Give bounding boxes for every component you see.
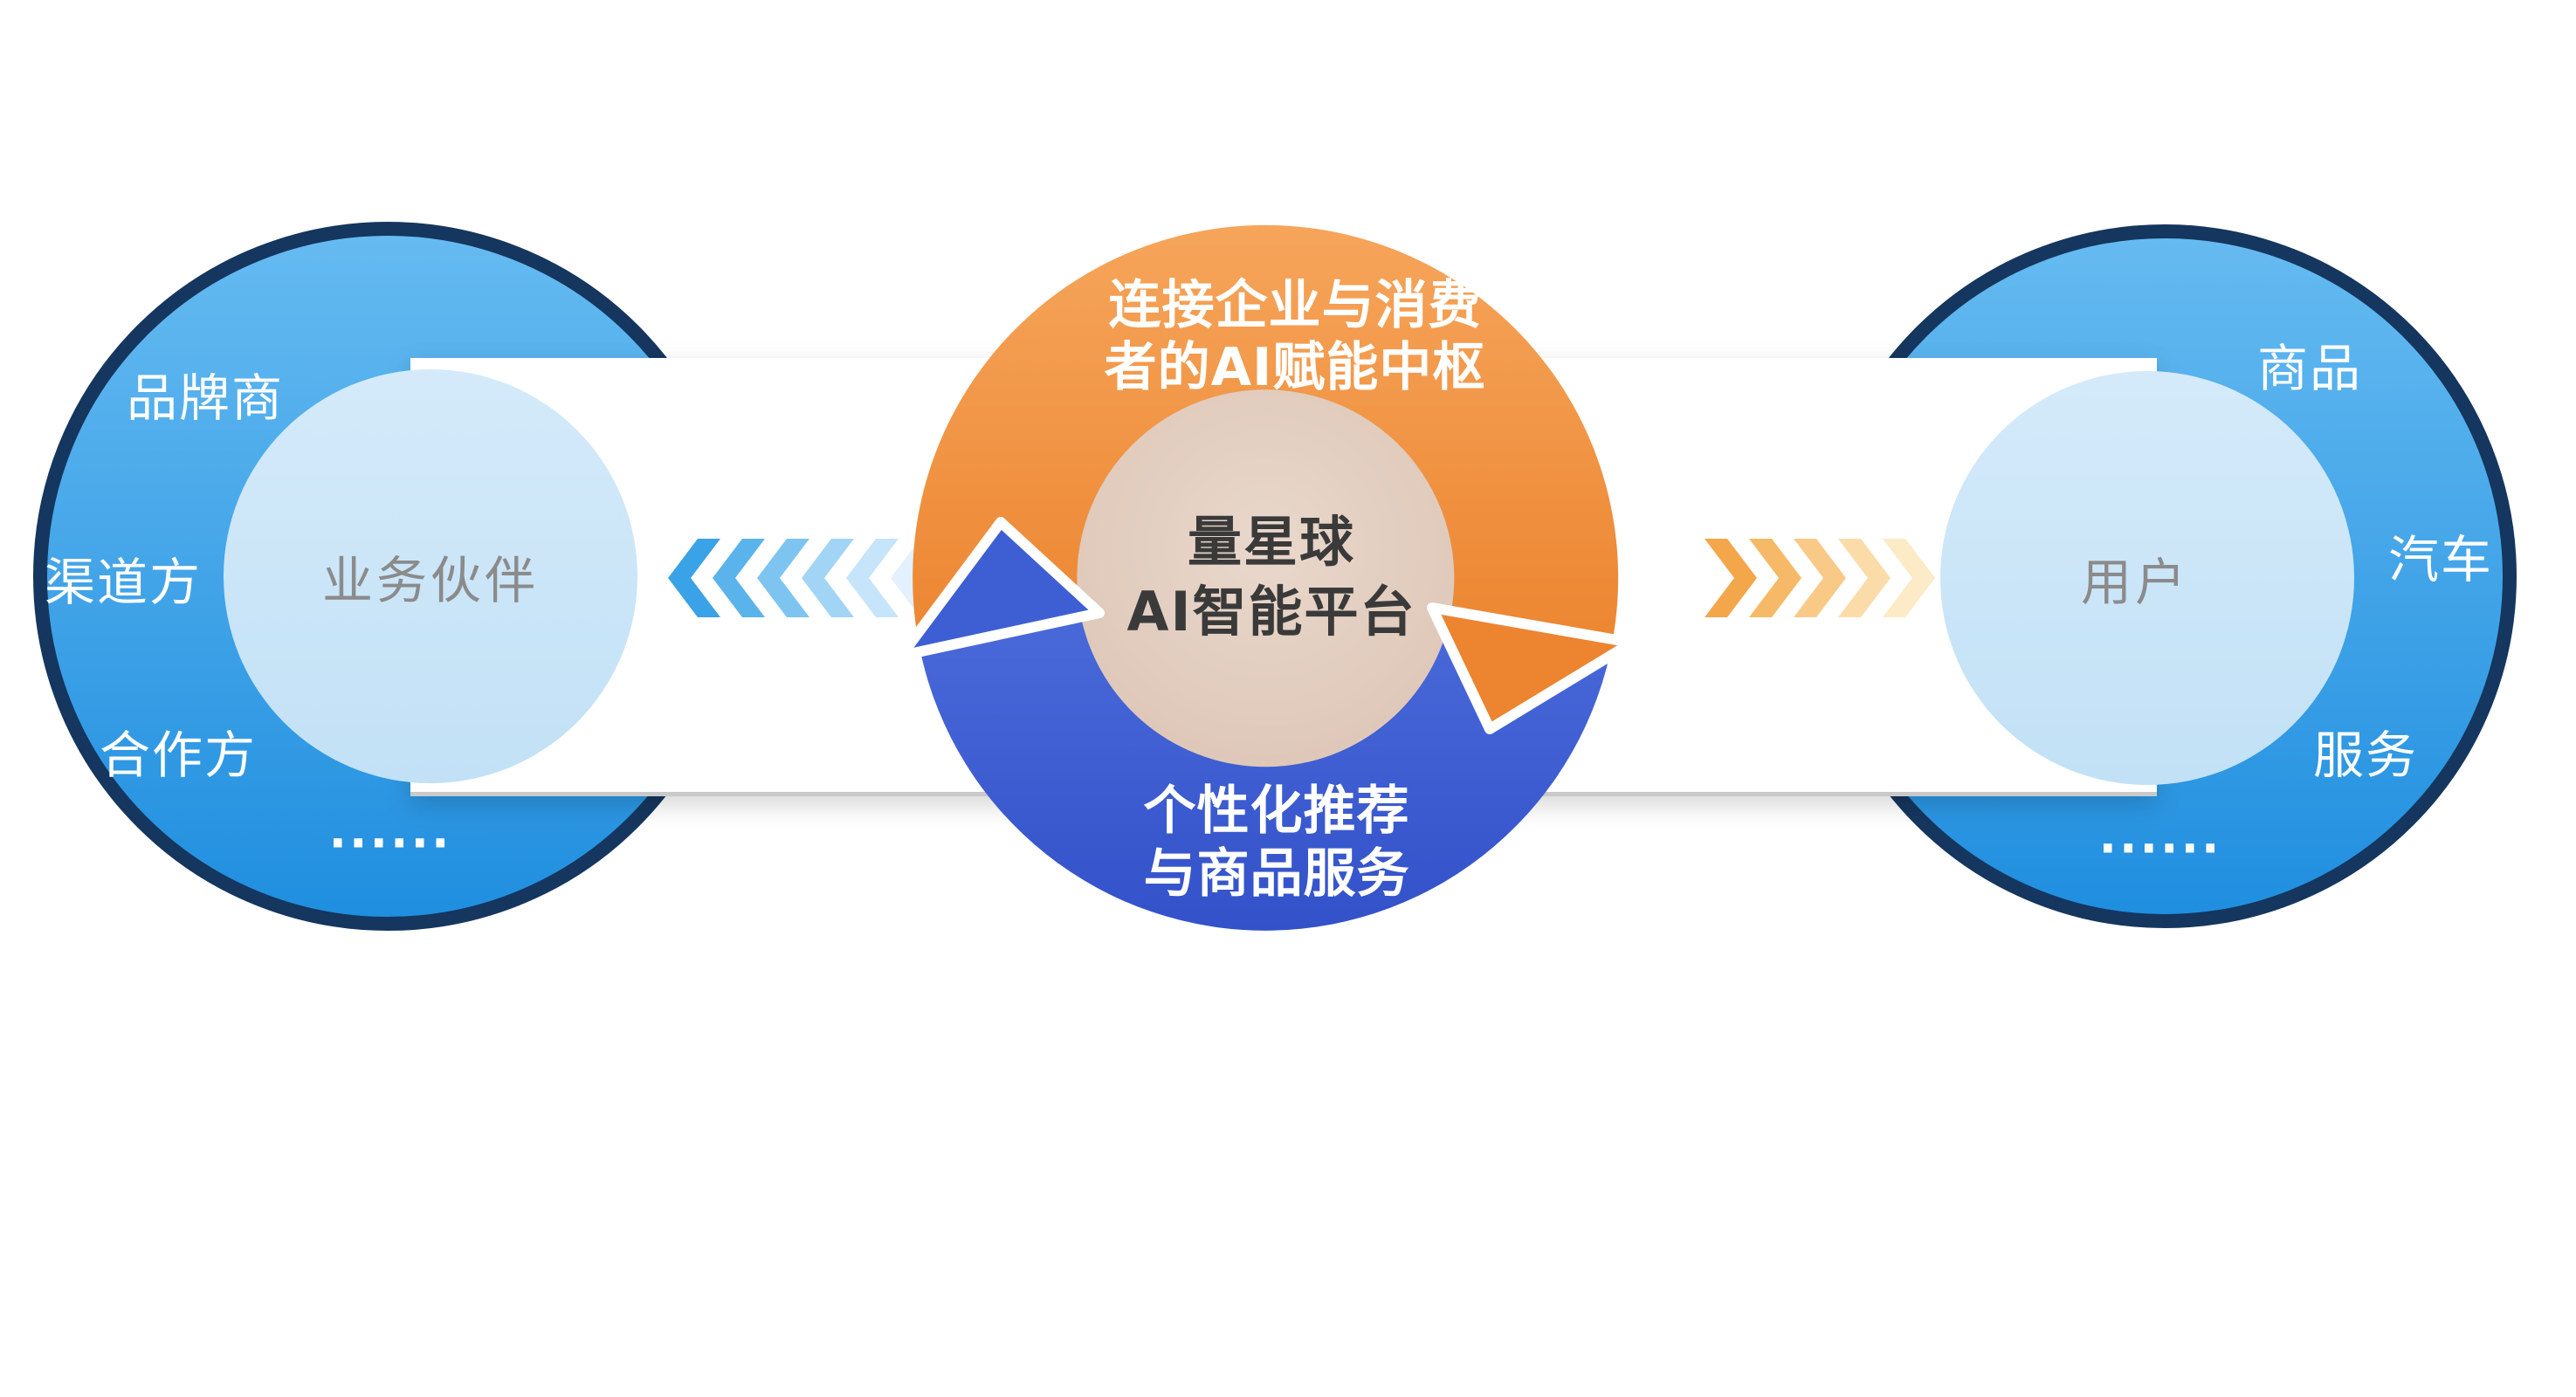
right-arrow-chevrons — [1705, 539, 1935, 617]
chevron-right-icon — [1838, 539, 1891, 617]
orange-arrowhead-icon — [1427, 602, 1637, 734]
chevron-left-icon — [668, 539, 720, 617]
chevron-right-icon — [1883, 539, 1935, 617]
chevron-right-icon — [1749, 539, 1801, 617]
chevron-left-icon — [802, 539, 854, 617]
chevron-left-icon — [757, 539, 809, 617]
hub-center-circle — [1073, 386, 1457, 770]
chevron-right-icon — [1794, 539, 1846, 617]
chevron-left-icon — [713, 539, 765, 617]
blue-arrowhead-icon — [896, 517, 1105, 661]
users-inner-circle — [1940, 371, 2354, 785]
hub-blue-arc — [920, 611, 1613, 931]
hub-orange-arc — [913, 224, 1619, 651]
partners-inner-circle — [224, 369, 637, 783]
chevron-right-icon — [1705, 539, 1757, 617]
chevron-left-icon — [846, 539, 899, 617]
